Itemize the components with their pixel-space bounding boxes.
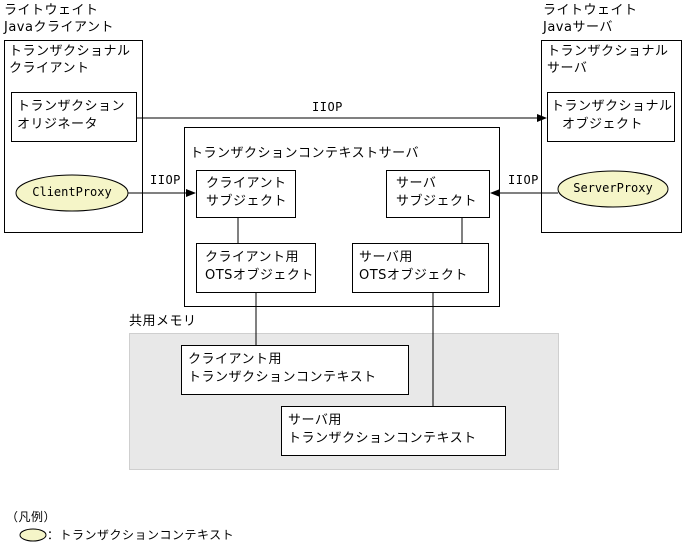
server-ots-line2: OTSオブジェクト [359, 268, 468, 283]
client-subject-line1: クライアント [206, 176, 287, 191]
server-ots-object-box [352, 243, 489, 293]
server-context-box [281, 406, 506, 456]
context-server-title: トランザクションコンテキストサーバ [190, 146, 419, 161]
transaction-originator-box [11, 92, 137, 142]
server-context-line1: サーバ用 [288, 413, 342, 428]
transactional-object-box [547, 92, 675, 142]
client-ots-line1: クライアント用 [205, 250, 299, 265]
server-title-line1: ライトウェイト [543, 3, 638, 18]
client-context-line1: クライアント用 [188, 352, 282, 367]
iiop-top-label: IIOP [312, 100, 343, 114]
client-box-title-line2: クライアント [9, 61, 90, 76]
server-subject-line1: サーバ [396, 176, 437, 191]
server-subject-box [386, 170, 490, 218]
server-title-line2: Javaサーバ [543, 20, 613, 35]
client-title-line1: ライトウェイト [4, 3, 99, 18]
client-subject-line2: サブジェクト [206, 194, 288, 209]
server-proxy-ellipse [557, 170, 669, 208]
client-proxy-label: ClientProxy [32, 185, 112, 199]
client-subject-box [196, 170, 296, 218]
shared-memory-label: 共用メモリ [129, 314, 197, 329]
transactional-object-line1: トランザクショナル [551, 99, 673, 114]
iiop-right-label: IIOP [508, 173, 539, 187]
client-ots-line2: OTSオブジェクト [205, 268, 314, 283]
legend-ellipse-icon [19, 528, 47, 542]
server-ots-line1: サーバ用 [359, 250, 413, 265]
client-context-box [181, 345, 409, 395]
transactional-object-line2: オブジェクト [562, 117, 644, 132]
legend-title: （凡例） [6, 510, 57, 524]
legend-ellipse-desc: ：トランザクションコンテキスト [47, 528, 235, 542]
client-proxy-ellipse [15, 174, 129, 212]
client-ots-object-box [196, 243, 316, 293]
server-context-line2: トランザクションコンテキスト [288, 431, 477, 446]
server-subject-line2: サブジェクト [396, 194, 478, 209]
originator-line1: トランザクション [17, 99, 126, 114]
server-proxy-label: ServerProxy [573, 181, 653, 195]
server-box-title-line2: サーバ [547, 61, 588, 76]
client-box-title-line1: トランザクショナル [9, 44, 131, 59]
client-title-line2: Javaクライアント [4, 20, 114, 35]
client-context-line2: トランザクションコンテキスト [188, 370, 377, 385]
originator-line2: オリジネータ [17, 117, 99, 132]
server-box-title-line1: トランザクショナル [547, 44, 669, 59]
iiop-left-label: IIOP [150, 173, 181, 187]
